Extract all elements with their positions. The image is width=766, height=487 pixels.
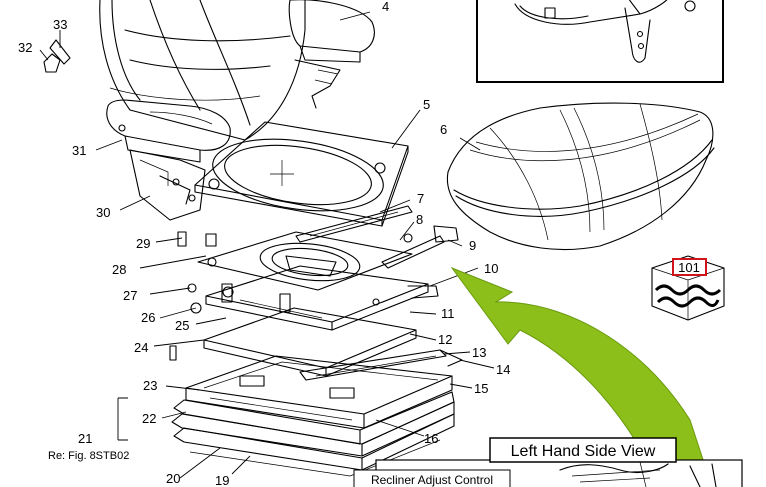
- left-armrest: [106, 99, 231, 163]
- callout-33: 33: [53, 17, 67, 32]
- callout-7: 7: [417, 191, 424, 206]
- reference-note: Re: Fig. 8STB02: [48, 450, 129, 462]
- callout-19: 19: [215, 473, 229, 487]
- callout-6: 6: [440, 122, 447, 137]
- left-hand-side-view-panel: Left Hand Side View Recliner Adjust Cont…: [353, 437, 743, 487]
- wave-icon: [654, 284, 722, 296]
- callout-15: 15: [474, 381, 488, 396]
- callout-32: 32: [18, 40, 32, 55]
- callout-11: 11: [441, 306, 455, 321]
- callout-25: 25: [175, 318, 189, 333]
- callout-5: 5: [423, 97, 430, 112]
- seat-side-bracket: [129, 149, 206, 221]
- callout-20: 20: [166, 471, 180, 486]
- callout-22: 22: [142, 411, 156, 426]
- inset-detail-box: [476, 0, 724, 83]
- seat-backrest: [99, 0, 306, 141]
- callout-12: 12: [438, 332, 452, 347]
- green-arrow: [450, 266, 713, 487]
- callout-24: 24: [134, 340, 148, 355]
- badge-number-frame: [672, 258, 707, 276]
- callout-28: 28: [112, 262, 126, 277]
- view-label: Recliner Adjust Control: [371, 473, 493, 487]
- callout-10: 10: [484, 261, 498, 276]
- callout-30: 30: [96, 205, 110, 220]
- seat-cushion: [446, 102, 715, 251]
- callout-9: 9: [469, 238, 476, 253]
- view-title: Left Hand Side View: [511, 443, 656, 460]
- callout-8: 8: [416, 212, 423, 227]
- right-armrest: [288, 0, 375, 109]
- base-slide-assembly: [185, 355, 453, 429]
- callout-4: 4: [382, 0, 389, 14]
- callout-26: 26: [141, 310, 155, 325]
- callout-21: 21: [78, 431, 92, 446]
- leader-lines: [39, 11, 495, 479]
- turntable-plate: [197, 231, 413, 291]
- figure-badge: 101: [651, 255, 725, 321]
- badge-number: 101: [678, 260, 700, 275]
- swivel-top-plate: [194, 121, 409, 227]
- release-lever: [381, 225, 459, 269]
- callout-27: 27: [123, 288, 137, 303]
- callout-labels: 33 32 4 5 6 31 7 30 8 9 29 10 28 27 11 2…: [18, 0, 510, 487]
- slide-rail: [295, 205, 413, 243]
- callout-13: 13: [472, 345, 486, 360]
- callout-29: 29: [136, 236, 150, 251]
- callout-14: 14: [496, 362, 510, 377]
- callout-16: 16: [424, 431, 438, 446]
- small-parts: [43, 39, 217, 361]
- middle-plate: [203, 307, 417, 377]
- callout-31: 31: [72, 143, 86, 158]
- callout-23: 23: [143, 378, 157, 393]
